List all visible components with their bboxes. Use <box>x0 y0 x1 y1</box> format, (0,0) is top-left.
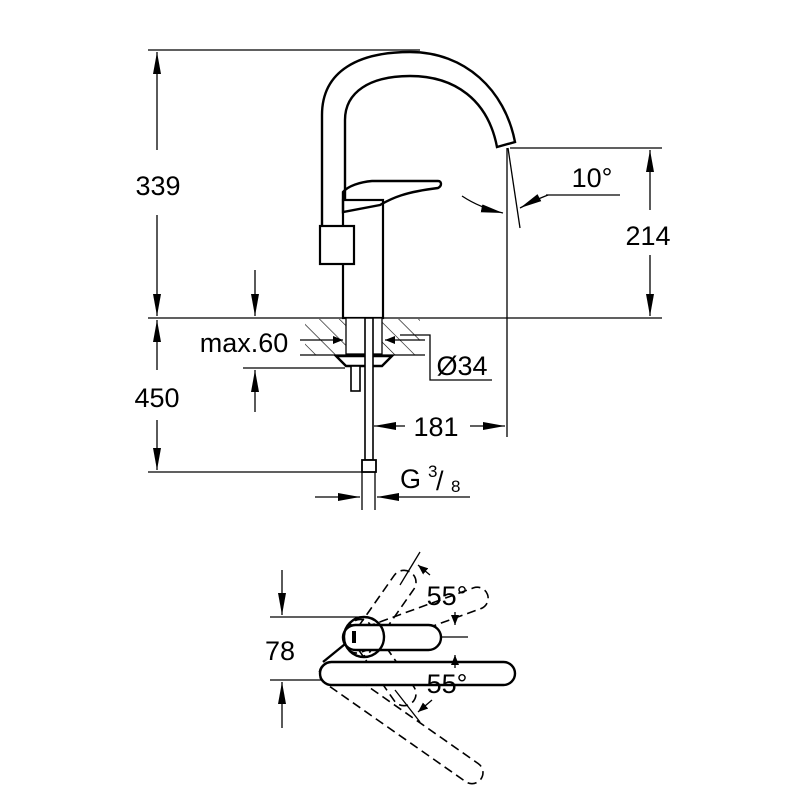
dim-hose-length: 450 <box>134 383 179 413</box>
angle-top-extension <box>399 551 421 586</box>
side-view: 339 450 214 10° max.60 <box>134 49 671 510</box>
hose-fitting <box>361 459 377 473</box>
dim-spout-reach: 181 <box>413 412 458 442</box>
angle-arrow-right <box>519 194 549 209</box>
dim-connection-thread: G 3 / 8 <box>400 462 460 496</box>
angle-bottom-arrow <box>417 699 433 713</box>
mounting-nut <box>333 354 395 368</box>
angle-bottom-extension <box>394 689 421 723</box>
thread-slash: / <box>436 466 444 496</box>
connector-pipe <box>350 365 361 392</box>
top-view: 78 55° 55° <box>265 551 517 785</box>
faucet-body <box>341 198 385 320</box>
spout <box>320 50 517 262</box>
lever-neutral <box>341 623 443 652</box>
aerator-box <box>318 224 356 266</box>
lever-handle <box>341 179 443 214</box>
dim-rotation-bottom: 55° <box>427 669 468 699</box>
angle-arrow-left <box>461 195 504 214</box>
dim-countertop-thickness: max.60 <box>200 328 289 358</box>
spout-angle-line <box>507 147 521 229</box>
thread-denominator: 8 <box>451 477 460 496</box>
dim-handle-width: 78 <box>265 636 295 666</box>
angle-top-arrow <box>417 564 431 576</box>
thread-letter: G <box>400 464 421 494</box>
dim-total-height: 339 <box>135 171 180 201</box>
thread-numerator: 3 <box>428 462 437 481</box>
lever-extended <box>318 660 517 687</box>
handle-base-circle <box>342 615 386 659</box>
handle-indicator-icon <box>352 631 356 643</box>
dim-spout-angle: 10° <box>572 163 613 193</box>
dim-rotation-top: 55° <box>427 581 468 611</box>
supply-hose <box>364 317 374 461</box>
dim-hole-diameter: Ø34 <box>436 351 487 381</box>
diameter-leader <box>400 334 492 381</box>
dim-spout-height: 214 <box>625 221 670 251</box>
mounting-shank <box>345 317 383 355</box>
